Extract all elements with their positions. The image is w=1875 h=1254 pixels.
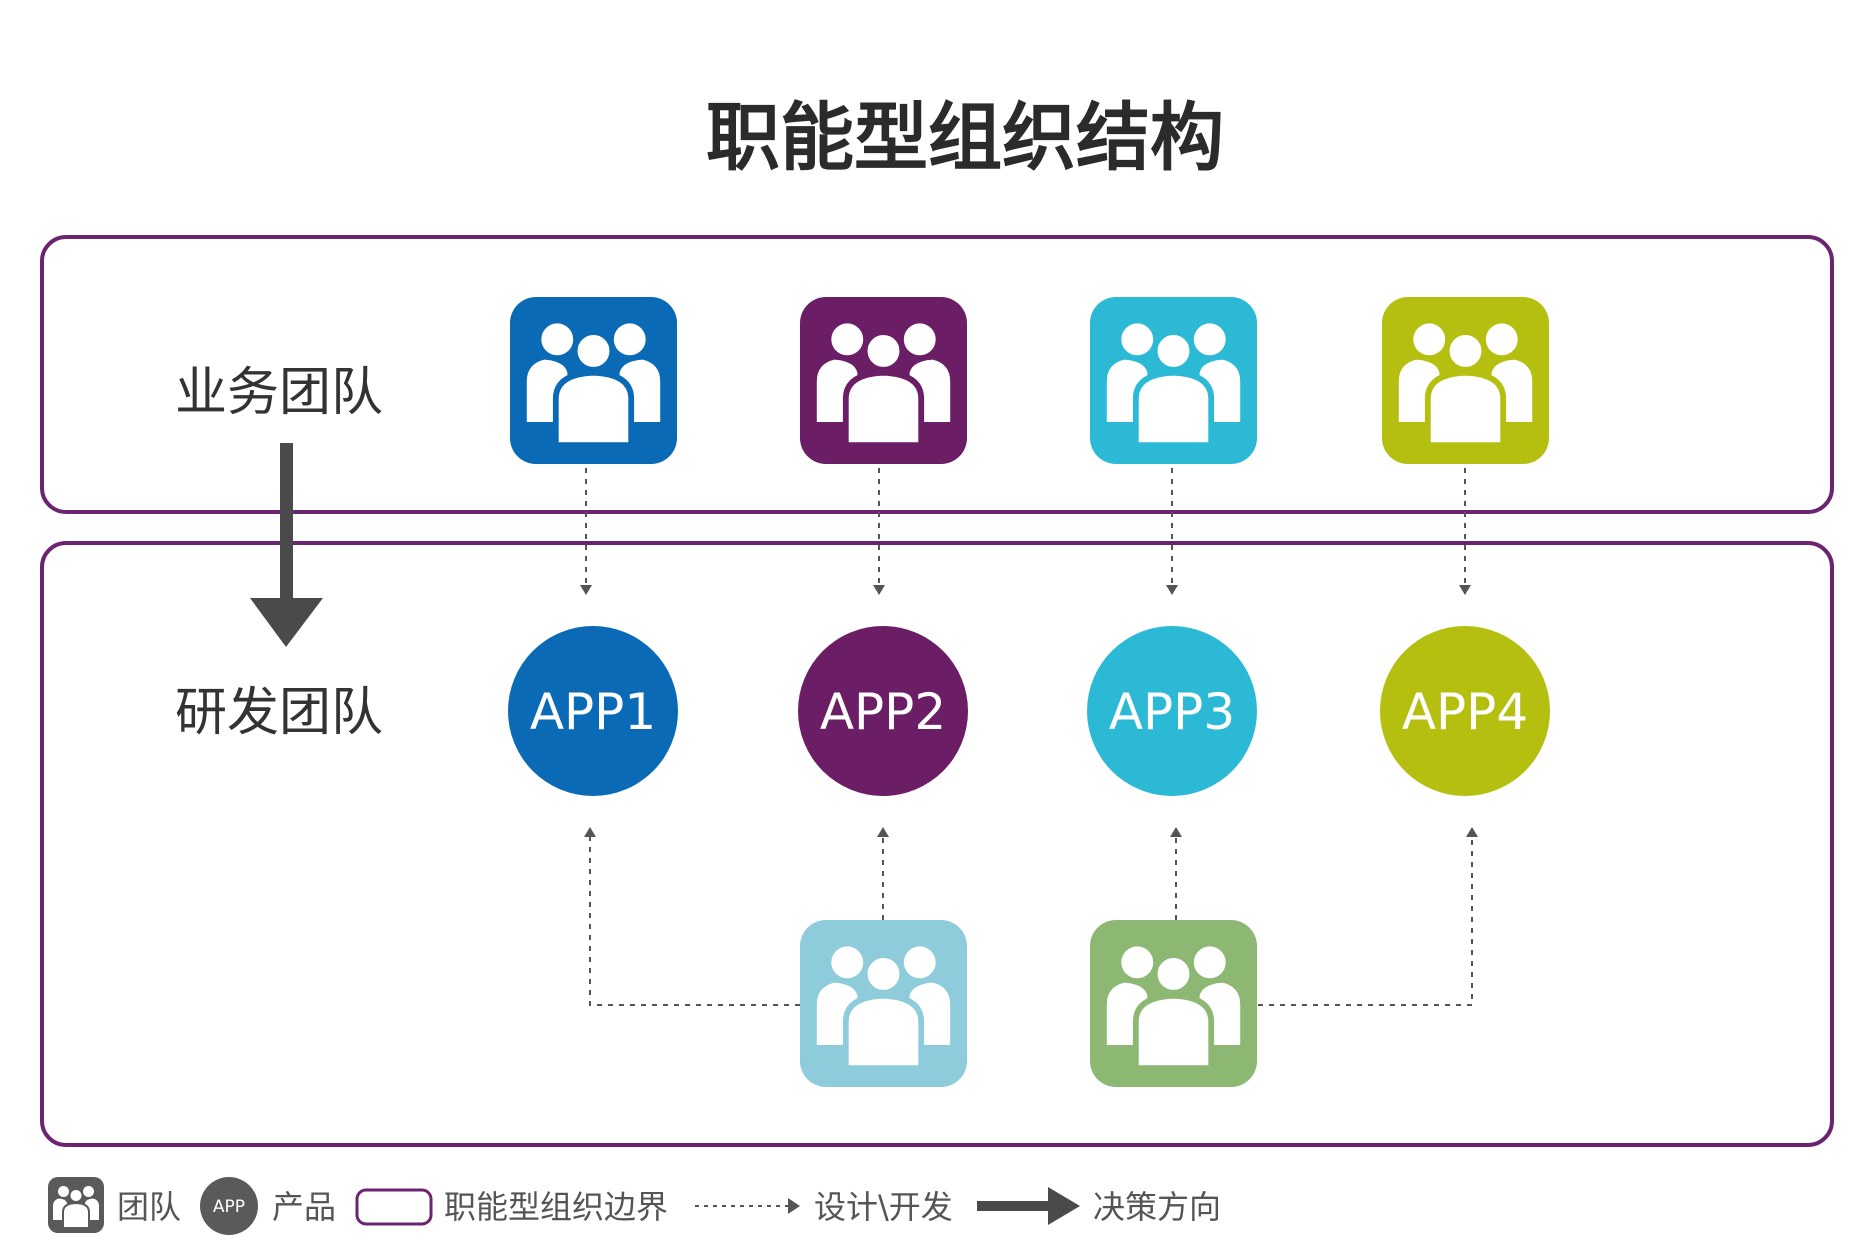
design-connectors xyxy=(580,468,1471,595)
legend-design-label: 设计\开发 xyxy=(814,1188,953,1226)
legend-solid-arrow-icon xyxy=(977,1187,1080,1225)
business-boundary xyxy=(40,235,1834,514)
legend-product-label: 产品 xyxy=(272,1188,336,1226)
connector-shared-app4 xyxy=(1258,827,1478,1006)
business-team-4 xyxy=(1382,297,1549,464)
shared-connectors xyxy=(584,827,1478,1006)
legend-boundary-label: 职能型组织边界 xyxy=(444,1188,668,1226)
app-node-1: APP1 xyxy=(508,626,678,796)
shared-team-1 xyxy=(800,920,967,1087)
legend-app-icon: APP xyxy=(200,1177,258,1235)
app-node-2: APP2 xyxy=(798,626,968,796)
app-label: APP4 xyxy=(1402,683,1528,741)
app-node-4: APP4 xyxy=(1380,626,1550,796)
business-team-label: 业务团队 xyxy=(175,363,383,423)
app-circle xyxy=(508,626,678,796)
business-team-1 xyxy=(510,297,677,464)
rnd-team-label: 研发团队 xyxy=(175,683,383,743)
app-circle xyxy=(798,626,968,796)
shared-team-2 xyxy=(1090,920,1257,1087)
app-node-3: APP3 xyxy=(1087,626,1257,796)
business-team-3 xyxy=(1090,297,1257,464)
app-label: APP1 xyxy=(530,683,656,741)
app-label: APP2 xyxy=(820,683,946,741)
legend-decision-label: 决策方向 xyxy=(1093,1188,1221,1226)
legend-dotted-arrow-icon xyxy=(695,1198,800,1214)
app-circle xyxy=(1380,626,1550,796)
decision-arrow xyxy=(250,443,323,647)
page-title: 职能型组织结构 xyxy=(706,95,1224,181)
svg-text:APP: APP xyxy=(213,1197,245,1217)
rnd-boundary xyxy=(40,541,1834,1147)
app-circle xyxy=(1087,626,1257,796)
legend: 团队 APP 产品 职能型组织边界 设计\开发 决策方向 xyxy=(48,1177,1221,1235)
legend-team-label: 团队 xyxy=(117,1188,181,1226)
business-team-2 xyxy=(800,297,967,464)
legend-boundary-icon xyxy=(355,1188,433,1226)
legend-team-icon xyxy=(48,1177,104,1233)
connector-shared-app1 xyxy=(584,827,800,1006)
app-label: APP3 xyxy=(1109,683,1235,741)
